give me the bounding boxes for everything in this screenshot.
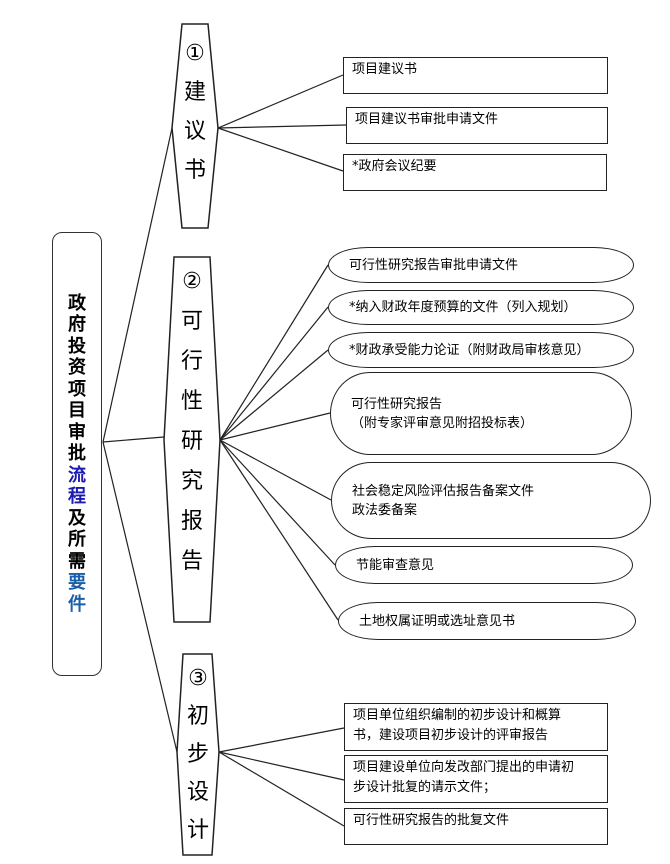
stage3-item: 项目建设单位向发改部门提出的申请初 步设计批复的请示文件； — [344, 755, 608, 803]
item-text: 项目建设单位向发改部门提出的申请初 — [353, 760, 575, 775]
root-char: 批 — [68, 443, 86, 465]
stage2-char: 可 — [180, 309, 203, 334]
stage3-shape — [176, 653, 220, 856]
item-text: 可行性研究报告 — [351, 396, 443, 412]
item-text: 书，建设项目初步设计的评审报告 — [353, 728, 549, 743]
connector-s2-i4 — [219, 412, 331, 441]
connector-s3-i3 — [218, 751, 345, 827]
root-char: 流 — [68, 464, 86, 486]
root-char: 政 — [68, 292, 86, 314]
root-char: 府 — [68, 314, 86, 336]
connector-s3-i2 — [218, 751, 345, 781]
connector-s2-i7 — [219, 439, 339, 621]
stage2-item: 社会稳定风险评估报告备案文件 政法委备案 — [331, 462, 651, 539]
stage2-char: ② — [182, 269, 202, 294]
root-node: 政 府 投 资 项 目 审 批 流 程 及 所 需 要 件 — [52, 232, 102, 676]
connector-root-stage3 — [102, 441, 178, 753]
stage3-char: 设 — [186, 780, 209, 805]
stage3-label: ③ 初 步 设 计 — [177, 660, 219, 850]
item-text: 可行性研究报告审批申请文件 — [349, 257, 519, 273]
stage2-char: 研 — [180, 429, 203, 454]
connector-s2-i5 — [219, 439, 332, 501]
stage2-item: *纳入财政年度预算的文件（列入规划） — [328, 290, 634, 325]
root-char: 目 — [68, 400, 86, 422]
root-char: 需 — [68, 550, 86, 572]
connector-s2-i3 — [219, 349, 329, 441]
item-text: 项目建议书 — [352, 62, 418, 77]
connector-root-stage2 — [102, 436, 165, 443]
stage3-item: 可行性研究报告的批复文件 — [344, 808, 608, 845]
root-char: 资 — [68, 357, 86, 379]
item-text: 政法委备案 — [352, 502, 418, 518]
stage1-item: 项目建议书审批申请文件 — [346, 107, 608, 144]
stage1-char: 书 — [183, 158, 206, 183]
connector-s1-i1 — [217, 74, 344, 129]
root-char: 程 — [68, 486, 86, 508]
stage1-char: ① — [185, 41, 205, 66]
stage3-char: 步 — [186, 742, 209, 767]
stage2-item: 节能审查意见 — [335, 546, 633, 584]
stage1-char: 建 — [183, 80, 206, 105]
stage1-shape — [171, 23, 219, 229]
item-text: *财政承受能力论证（附财政局审核意见） — [349, 342, 590, 358]
stage3-char: ③ — [188, 666, 208, 691]
item-text: 项目单位组织编制的初步设计和概算 — [353, 708, 562, 723]
root-char: 要 — [68, 572, 86, 594]
stage2-char: 究 — [180, 469, 203, 494]
connector-s2-i6 — [219, 439, 336, 566]
connector-s3-i1 — [218, 727, 345, 753]
item-text: 项目建议书审批申请文件 — [355, 112, 499, 127]
stage2-char: 告 — [180, 549, 203, 574]
stage2-char: 性 — [180, 389, 203, 414]
connector-s1-i3 — [217, 127, 344, 172]
stage3-item: 项目单位组织编制的初步设计和概算 书，建设项目初步设计的评审报告 — [344, 703, 608, 751]
item-text: *政府会议纪要 — [352, 159, 437, 174]
stage2-char: 行 — [180, 349, 203, 374]
item-text: （附专家评审意见附招投标表） — [351, 415, 534, 431]
stage1-item: 项目建议书 — [343, 57, 608, 94]
item-text: 土地权属证明或选址意见书 — [359, 613, 516, 629]
root-char: 所 — [68, 529, 86, 551]
stage2-item: 土地权属证明或选址意见书 — [338, 602, 636, 640]
item-text: 社会稳定风险评估报告备案文件 — [352, 483, 535, 499]
item-text: 可行性研究报告的批复文件 — [353, 813, 510, 828]
stage2-shape — [163, 256, 221, 623]
stage2-item: 可行性研究报告审批申请文件 — [328, 247, 634, 283]
stage3-char: 初 — [186, 704, 209, 729]
stage2-item: 可行性研究报告 （附专家评审意见附招投标表） — [330, 372, 632, 455]
root-char: 审 — [68, 421, 86, 443]
stage3-char: 计 — [186, 818, 209, 843]
stage1-label: ① 建 议 书 — [172, 34, 218, 190]
item-text: 步设计批复的请示文件； — [353, 780, 497, 795]
root-char: 投 — [68, 335, 86, 357]
connector-s1-i2 — [217, 124, 347, 129]
root-char: 项 — [68, 378, 86, 400]
connector-s2-i2 — [219, 306, 329, 441]
root-char: 件 — [68, 593, 86, 615]
item-text: 节能审查意见 — [356, 557, 435, 573]
stage1-char: 议 — [183, 119, 206, 144]
stage2-item: *财政承受能力论证（附财政局审核意见） — [328, 332, 634, 368]
stage1-item: *政府会议纪要 — [343, 154, 607, 191]
connector-s2-i1 — [219, 264, 329, 441]
item-text: *纳入财政年度预算的文件（列入规划） — [349, 300, 577, 315]
stage2-char: 报 — [180, 509, 203, 534]
root-char: 及 — [68, 507, 86, 529]
stage2-label: ② 可 行 性 研 究 报 告 — [164, 262, 220, 582]
connector-root-stage1 — [102, 127, 173, 443]
